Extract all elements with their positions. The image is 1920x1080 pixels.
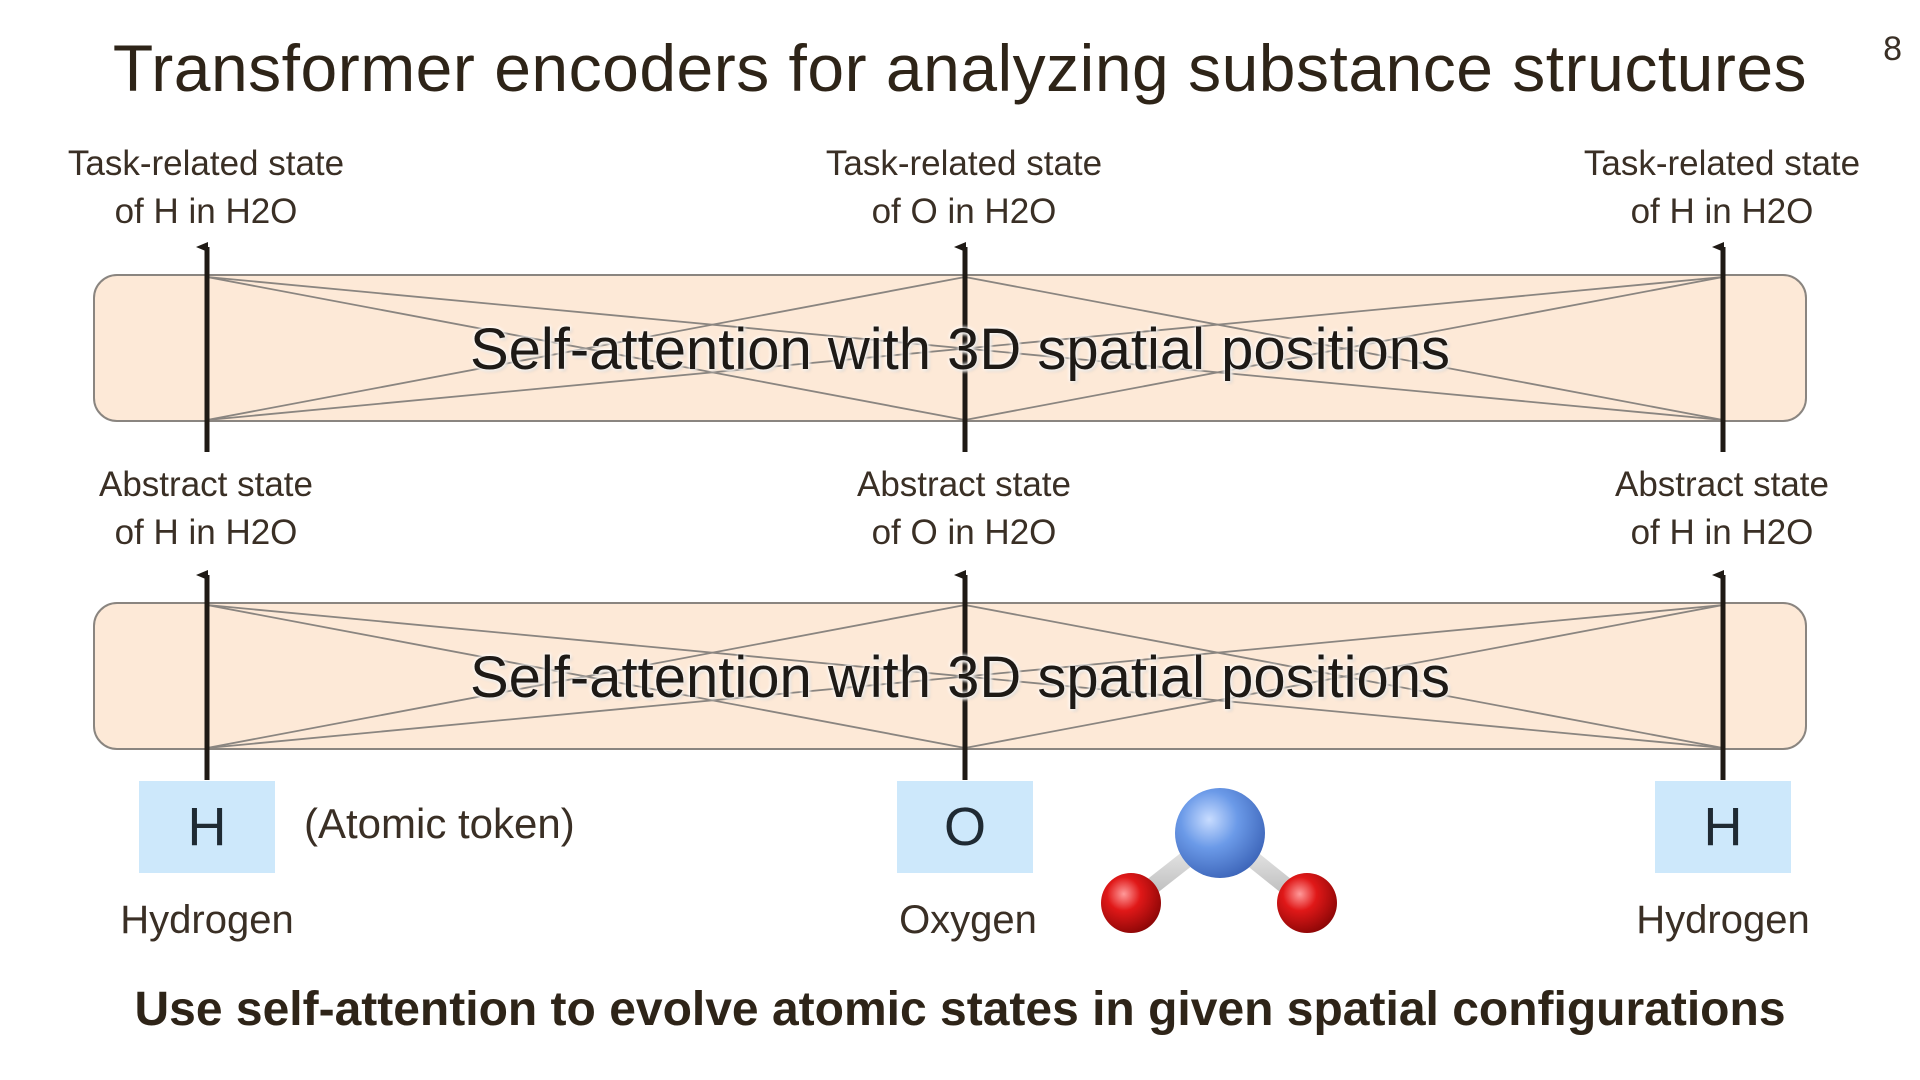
atomic-token-note: (Atomic token) bbox=[304, 800, 575, 847]
atom-name-hydrogen-right: Hydrogen bbox=[1636, 898, 1810, 942]
upper-attention-layer bbox=[93, 274, 1807, 422]
upper-layer-label: Self-attention with 3D spatial positions bbox=[469, 317, 1451, 382]
hydrogen-atom bbox=[1277, 873, 1337, 933]
output-label-h-left: Task-related state of H in H2O bbox=[26, 140, 386, 236]
output-label-line2: of H in H2O bbox=[1630, 192, 1814, 231]
abstract-state-line1: Abstract state bbox=[857, 465, 1071, 504]
output-label-o: Task-related state of O in H2O bbox=[784, 140, 1144, 236]
abstract-state-h-left: Abstract state of H in H2O bbox=[26, 461, 386, 557]
token-hydrogen-left: H bbox=[139, 781, 275, 873]
caption: Use self-attention to evolve atomic stat… bbox=[134, 983, 1786, 1036]
upward-arrows bbox=[196, 242, 1726, 780]
output-label-line1: Task-related state bbox=[825, 144, 1103, 183]
atom-name-hydrogen-left: Hydrogen bbox=[120, 898, 294, 942]
abstract-state-h-right: Abstract state of H in H2O bbox=[1542, 461, 1902, 557]
output-label-line2: of H in H2O bbox=[114, 192, 298, 231]
lower-attention-layer bbox=[93, 602, 1807, 750]
page-title: Transformer encoders for analyzing subst… bbox=[112, 31, 1808, 105]
output-label-h-right: Task-related state of H in H2O bbox=[1542, 140, 1902, 236]
output-label-line1: Task-related state bbox=[1583, 144, 1861, 183]
abstract-state-o: Abstract state of O in H2O bbox=[784, 461, 1144, 557]
abstract-state-line2: of O in H2O bbox=[871, 513, 1057, 552]
abstract-state-line2: of H in H2O bbox=[114, 513, 298, 552]
token-oxygen: O bbox=[897, 781, 1033, 873]
abstract-state-line1: Abstract state bbox=[99, 465, 313, 504]
oxygen-atom bbox=[1175, 788, 1265, 878]
output-label-line1: Task-related state bbox=[67, 144, 345, 183]
lower-layer-label: Self-attention with 3D spatial positions bbox=[469, 645, 1451, 710]
hydrogen-atom bbox=[1101, 873, 1161, 933]
atom-name-oxygen: Oxygen bbox=[899, 898, 1037, 942]
output-label-line2: of O in H2O bbox=[871, 192, 1057, 231]
token-hydrogen-right: H bbox=[1655, 781, 1791, 873]
slide-number: 8 bbox=[1883, 30, 1902, 68]
abstract-state-line2: of H in H2O bbox=[1630, 513, 1814, 552]
abstract-state-line1: Abstract state bbox=[1615, 465, 1829, 504]
